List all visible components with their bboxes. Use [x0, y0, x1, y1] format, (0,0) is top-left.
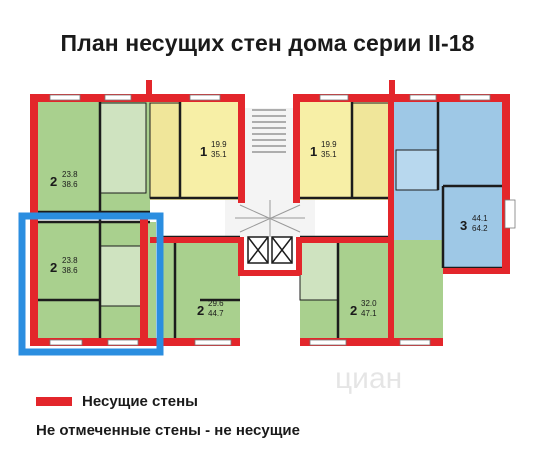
apt-living: 38.6 — [62, 266, 78, 275]
flat-bottom-left-green — [160, 237, 240, 340]
apt-living: 35.1 — [211, 150, 227, 159]
legend-bearing: Несущие стены — [36, 393, 198, 410]
apt-rooms: 1 — [310, 144, 317, 159]
legend-note-text: Не отмеченные стены - не несущие — [36, 422, 300, 439]
legend-swatch — [36, 397, 72, 406]
windows — [49, 94, 516, 346]
apt-label: 2 29.6 44.7 — [197, 299, 224, 318]
apt-total: 29.6 — [208, 299, 224, 308]
lobby-star — [235, 200, 305, 237]
wet-rooms — [99, 102, 439, 307]
apt-living: 64.2 — [472, 224, 488, 233]
apt-label: 1 19.9 35.1 — [200, 140, 227, 159]
bath-blue — [395, 149, 439, 191]
flat-right-bottom-green — [393, 240, 443, 340]
apt-total: 19.9 — [321, 140, 337, 149]
apt-living: 35.1 — [321, 150, 337, 159]
bath-left-bottom — [99, 245, 147, 307]
apt-rooms: 2 — [350, 303, 357, 318]
apt-rooms: 2 — [50, 260, 57, 275]
legend-note: Не отмеченные стены - не несущие — [36, 422, 300, 439]
elevators — [247, 236, 293, 264]
bath-yellow-right — [351, 102, 391, 199]
apt-total: 32.0 — [361, 299, 377, 308]
watermark: циан — [335, 362, 402, 395]
apt-total: 23.8 — [62, 256, 78, 265]
apt-label: 1 19.9 35.1 — [310, 140, 337, 159]
apartment-labels: 2 23.8 38.6 1 19.9 35.1 1 19.9 35.1 2 23… — [50, 140, 488, 318]
apt-rooms: 3 — [460, 218, 467, 233]
bath-yellow-left — [149, 102, 181, 199]
page-title: План несущих стен дома серии II-18 — [60, 30, 475, 56]
apt-living: 47.1 — [361, 309, 377, 318]
apt-rooms: 2 — [50, 174, 57, 189]
bath-left-top — [99, 102, 147, 194]
legend-bearing-label: Несущие стены — [82, 393, 198, 410]
apt-label: 2 23.8 38.6 — [50, 170, 78, 189]
apt-rooms: 1 — [200, 144, 207, 159]
apt-total: 19.9 — [211, 140, 227, 149]
apt-rooms: 2 — [197, 303, 204, 318]
apt-label: 2 23.8 38.6 — [50, 256, 78, 275]
apt-living: 44.7 — [208, 309, 224, 318]
staircase — [252, 109, 286, 153]
apt-total: 44.1 — [472, 214, 488, 223]
apt-label: 2 32.0 47.1 — [350, 299, 377, 318]
bath-green-center — [299, 239, 339, 301]
highlight-box — [18, 212, 164, 356]
apt-living: 38.6 — [62, 180, 78, 189]
apt-label: 3 44.1 64.2 — [460, 214, 488, 233]
apt-total: 23.8 — [62, 170, 78, 179]
